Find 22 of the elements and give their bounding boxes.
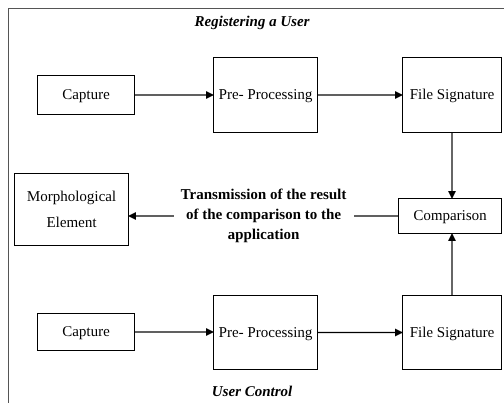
arrow	[448, 233, 456, 295]
box-label: Pre- Processing	[218, 324, 312, 342]
box-label: File Signature	[410, 86, 494, 105]
box-label: File Signature	[410, 324, 494, 342]
arrow	[448, 133, 456, 199]
process-box	[402, 295, 502, 370]
box-label: Pre- Processing	[218, 86, 312, 105]
process-box	[213, 57, 318, 133]
process-box	[14, 173, 129, 246]
process-box	[37, 75, 135, 115]
arrow	[318, 328, 403, 336]
process-box	[398, 198, 502, 234]
process-box	[402, 57, 502, 133]
box-label: Capture	[62, 86, 110, 105]
process-box	[213, 295, 318, 370]
box-label: Comparison	[413, 207, 487, 226]
arrow	[318, 91, 403, 99]
arrow	[135, 328, 214, 336]
box-label: Capture	[62, 323, 110, 342]
box-label: Morphological Element	[26, 188, 118, 232]
process-box	[37, 313, 135, 351]
arrow	[135, 91, 214, 99]
